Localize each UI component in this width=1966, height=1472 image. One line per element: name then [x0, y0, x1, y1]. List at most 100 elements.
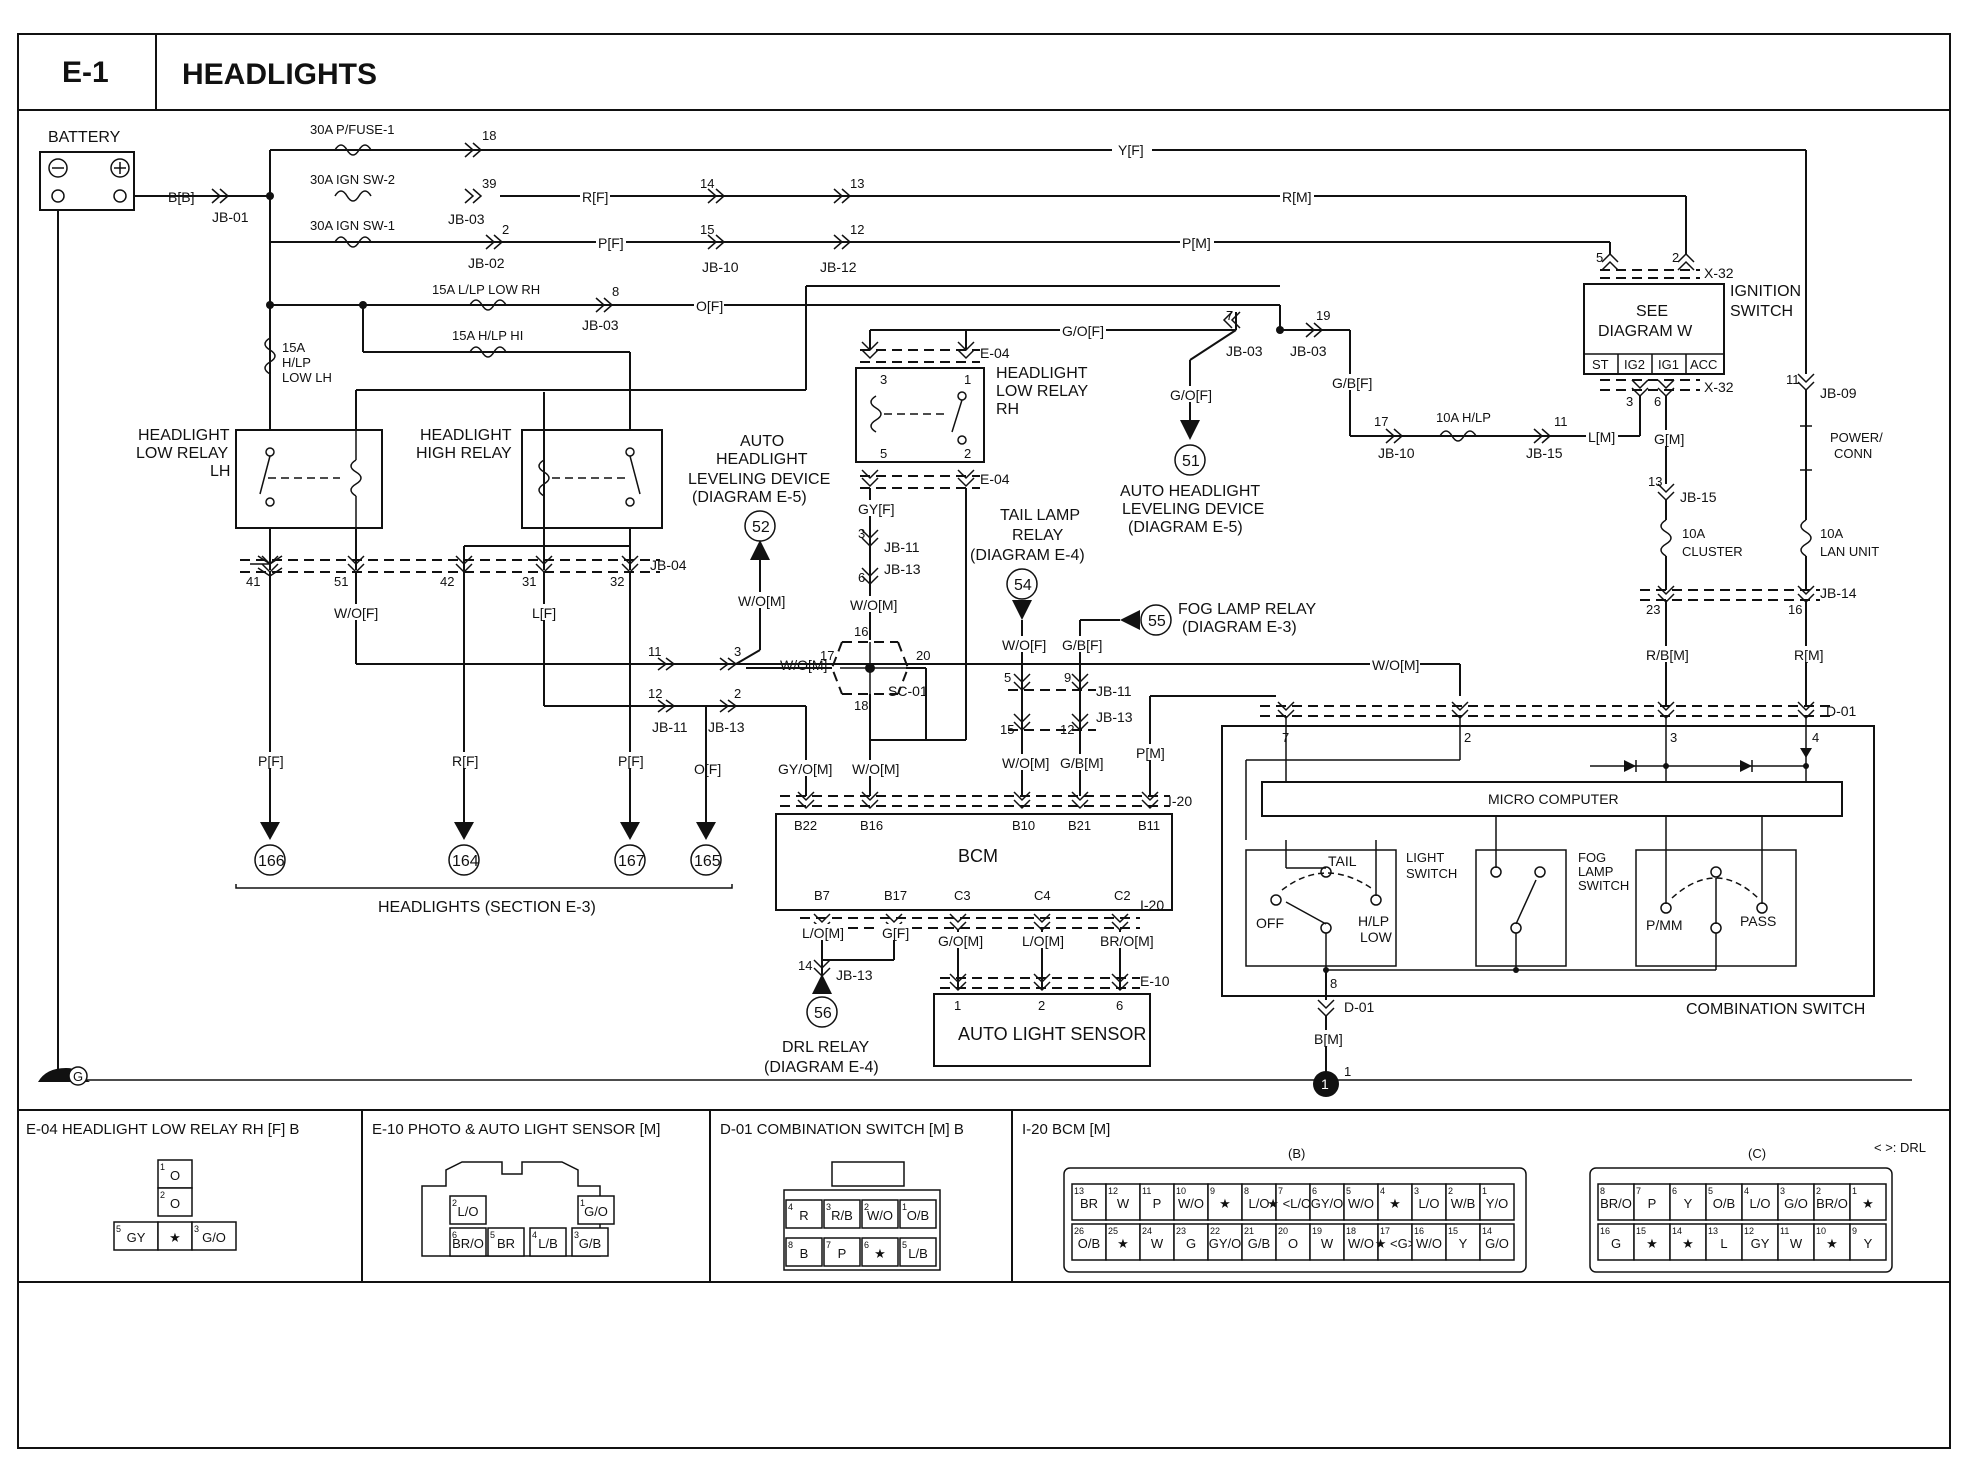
i20c-pin-number: 8 [1600, 1186, 1605, 1196]
micro-label: MICRO COMPUTER [1488, 791, 1619, 807]
d01-pin-number: 1 [902, 1202, 907, 1212]
drl-a: DRL RELAY [782, 1039, 869, 1056]
conn-e10: E-10 [1140, 973, 1170, 989]
fuse-cluster-b: CLUSTER [1682, 544, 1743, 559]
i20b-pin-number: 15 [1448, 1226, 1458, 1236]
pin-12: 12 [850, 222, 864, 237]
tail-a: TAIL LAMP [1000, 507, 1080, 524]
fuse-hlp-low-lh-b: H/LP [282, 355, 311, 370]
conn-jb10-a: JB-10 [702, 259, 739, 275]
pin-18: 18 [482, 128, 496, 143]
i20b-cell [1071, 1183, 1107, 1221]
wire-lom2: L/O[M] [1022, 933, 1064, 949]
i20b-pin-number: 6 [1312, 1186, 1317, 1196]
d01-cell [785, 1199, 823, 1229]
i20c-pin-number: 9 [1852, 1226, 1857, 1236]
bcm-b21: B21 [1068, 818, 1091, 833]
wire-gof2: G/O[F] [1170, 387, 1212, 403]
conn-jb09: JB-09 [1820, 385, 1857, 401]
wire-wom2: W/O[M] [850, 597, 897, 613]
e04-wire-color: ★ [169, 1230, 181, 1245]
auto-light-sensor: E-10 1 2 6 AUTO LIGHT SENSOR [933, 973, 1170, 1067]
pin-16: 16 [1788, 602, 1802, 617]
conn-jb11-b: JB-11 [884, 539, 920, 555]
ref-51: 51 [1182, 453, 1200, 470]
i20c-pin-number: 12 [1744, 1226, 1754, 1236]
d01-housing [783, 1189, 941, 1271]
conn-jb04: JB-04 [650, 557, 687, 573]
d01-pin-number: 5 [902, 1240, 907, 1250]
battery-label: BATTERY [48, 129, 121, 146]
auto-lev-c: LEVELING DEVICE [688, 471, 830, 488]
pin-51: 51 [334, 574, 348, 589]
i20b-pin-number: 16 [1414, 1226, 1424, 1236]
pin-18d: 18 [854, 698, 868, 713]
i20c-cell [1741, 1183, 1779, 1221]
conn-jb01: JB-01 [212, 209, 249, 225]
bcm-c2: C2 [1114, 888, 1131, 903]
conn-jb13-d: JB-13 [836, 967, 873, 983]
pin-15: 15 [700, 222, 714, 237]
conn-jb11-c: JB-11 [1096, 683, 1132, 699]
i20-view-title: I-20 BCM [M] [1022, 1121, 1110, 1138]
pin-32: 32 [610, 574, 624, 589]
pin-3c: 3 [734, 644, 741, 659]
e10-pin-number: 4 [532, 1230, 537, 1240]
i20b-wire-color: ★ [1389, 1196, 1401, 1211]
i20c-wire-color: GY [1751, 1236, 1770, 1251]
i20c-pin-number: 16 [1600, 1226, 1610, 1236]
i20-c-connector-grid: 8BR/O7P6Y5O/B4L/O3G/O2BR/O1★16G15★14★13L… [1589, 1167, 1893, 1273]
ref-166: 166 [258, 853, 285, 870]
conn-jb13-a: JB-13 [708, 719, 745, 735]
i20b-pin-number: 8 [1244, 1186, 1249, 1196]
i20c-wire-color: L/O [1750, 1196, 1771, 1211]
connector-views: E-04 HEADLIGHT LOW RELAY RH [F] B E-10 P… [26, 1110, 1926, 1282]
pin-23: 23 [1646, 602, 1660, 617]
i20b-wire-color: W/O [1416, 1236, 1442, 1251]
pin-16d: 16 [854, 624, 868, 639]
pin-11c: 11 [648, 644, 662, 659]
i20b-pin-number: 22 [1210, 1226, 1220, 1236]
pin-17d: 17 [820, 648, 834, 663]
relay-low-lh-label-b: LOW RELAY [136, 445, 229, 462]
i20c-wire-color: P [1648, 1196, 1657, 1211]
i20c-wire-color: G [1611, 1236, 1621, 1251]
i20b-pin-number: 11 [1142, 1186, 1151, 1196]
pin-2a: 2 [502, 222, 509, 237]
i20b-cell [1173, 1183, 1209, 1221]
i20c-wire-color: ★ [1646, 1236, 1658, 1251]
d01-pin-number: 2 [864, 1202, 869, 1212]
i20b-wire-color: G/B [1248, 1236, 1270, 1251]
i20c-pin-number: 4 [1744, 1186, 1749, 1196]
wire-rf: R[F] [582, 189, 608, 205]
fuse-hlp-low-lh-a: 15A [282, 340, 305, 355]
conn-e04-a: E-04 [980, 345, 1010, 361]
i20b-cell [1139, 1223, 1175, 1261]
ign-st: ST [1592, 357, 1609, 372]
conn-jb02: JB-02 [468, 255, 505, 271]
d01-cell [861, 1237, 899, 1267]
i20b-cell [1241, 1223, 1277, 1261]
bcm: I-20 B22 B16 B10 B21 B11 BCM B7 B17 C3 C… [775, 791, 1192, 932]
wire-gf: G[F] [882, 925, 909, 941]
relay-pin-5: 5 [880, 446, 887, 461]
e04-pin-number: 2 [160, 1190, 165, 1200]
ignition-switch: 5 2 X-32 SEE DIAGRAM W ST IG2 IG1 ACC IG… [1583, 250, 1801, 409]
i20b-cell [1411, 1223, 1447, 1261]
i20b-cell [1309, 1223, 1345, 1261]
pin-42: 42 [440, 574, 454, 589]
pin-20d: 20 [916, 648, 930, 663]
i20b-wire-color: O/B [1078, 1236, 1100, 1251]
i20b-cell [1173, 1223, 1209, 1261]
i20b-pin-number: 24 [1142, 1226, 1152, 1236]
i20-b-label: (B) [1288, 1146, 1305, 1161]
e10-cell [571, 1227, 609, 1257]
i20b-pin-number: 10 [1176, 1186, 1186, 1196]
i20b-wire-color: GY/O [1209, 1236, 1242, 1251]
i20c-cell [1633, 1183, 1671, 1221]
e04-cell [157, 1221, 193, 1251]
pin-13b: 13 [1648, 474, 1662, 489]
e10-pin-6: 6 [1116, 998, 1123, 1013]
i20c-wire-color: ★ [1862, 1196, 1874, 1211]
i20b-cell [1275, 1223, 1311, 1261]
